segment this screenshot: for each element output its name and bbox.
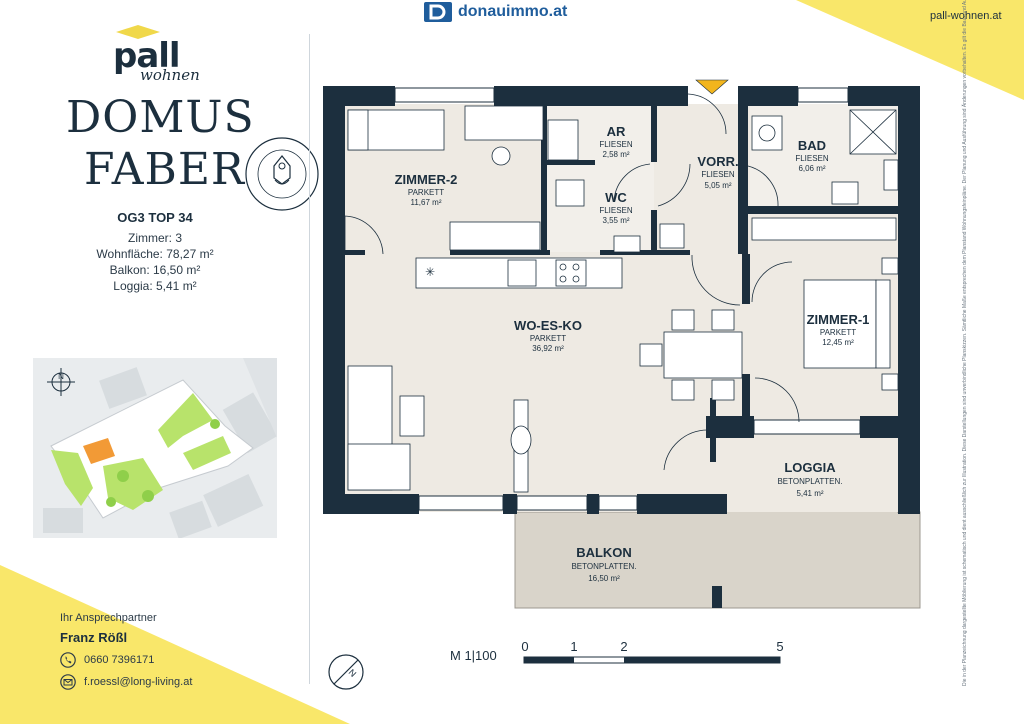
- project-title-line1: DOMUS: [66, 92, 255, 143]
- room-name-loggia: LOGGIA: [784, 460, 836, 475]
- disclaimer: Die in der Planzeichnung dargestellte Mö…: [962, 0, 972, 686]
- room-floor-bad: FLIESEN: [795, 154, 829, 163]
- scale-tick-2: 2: [620, 639, 627, 654]
- room-name-wo-es-ko: WO-ES-KO: [514, 318, 582, 333]
- scale-tick-0: 0: [521, 639, 528, 654]
- unit-title: OG3 TOP 34: [117, 210, 193, 225]
- wohnen-logo-text: wohnen: [140, 66, 200, 84]
- disclaimer-text: Die in der Planzeichnung dargestellte Mö…: [962, 0, 968, 686]
- room-name-zimmer2: ZIMMER-2: [395, 172, 458, 187]
- bottom-left-yellow-triangle: [0, 565, 350, 724]
- unit-highlight: [83, 438, 115, 464]
- donauimmo-text: donauimmo.at: [458, 3, 568, 20]
- pall-logo-text: pall: [113, 36, 181, 76]
- room-area-wo-es-ko: 36,92 m²: [532, 344, 564, 353]
- room-floor-wc: FLIESEN: [599, 206, 633, 215]
- website-link[interactable]: pall-wohnen.at: [930, 10, 1002, 22]
- unit-loggia: Loggia: 5,41 m²: [113, 279, 197, 293]
- phone-icon: [60, 652, 76, 668]
- room-area-zimmer2: 11,67 m²: [411, 198, 442, 207]
- compass-north-label: N: [347, 667, 359, 679]
- north-indicator: N: [58, 372, 64, 381]
- room-floor-balkon: BETONPLATTEN.: [571, 562, 636, 571]
- unit-info: OG3 TOP 34 Zimmer: 3 Wohnfläche: 78,27 m…: [60, 210, 250, 294]
- room-floor-ar: FLIESEN: [599, 140, 633, 149]
- room-name-ar: AR: [607, 124, 626, 139]
- scale-bar: 0 1 2 5: [521, 639, 784, 664]
- room-name-vorr: VORR.: [697, 154, 738, 169]
- room-name-bad: BAD: [798, 138, 826, 153]
- room-floor-loggia: BETONPLATTEN.: [777, 477, 842, 486]
- unit-living-area: Wohnfläche: 78,27 m²: [96, 247, 214, 261]
- room-name-zimmer1: ZIMMER-1: [807, 312, 870, 327]
- floor-plan: ✳ ZIMMER-2 PARKETT 11,67 m² AR FLIESEN 2…: [323, 79, 921, 609]
- room-area-bad: 6,06 m²: [798, 164, 825, 173]
- vertical-divider: [309, 34, 310, 684]
- room-floor-zimmer1: PARKETT: [820, 328, 856, 337]
- room-area-wc: 3,55 m²: [602, 216, 629, 225]
- room-area-balkon: 16,50 m²: [588, 574, 620, 583]
- room-floor-vorr: FLIESEN: [701, 170, 735, 179]
- room-floor-wo-es-ko: PARKETT: [530, 334, 566, 343]
- donauimmo-logo[interactable]: donauimmo.at: [424, 2, 567, 22]
- room-area-zimmer1: 12,45 m²: [822, 338, 854, 347]
- fridge-snowflake-icon: ✳: [425, 265, 435, 279]
- room-name-wc: WC: [605, 190, 627, 205]
- email-icon: [60, 674, 76, 690]
- pall-diamond-icon: [116, 25, 160, 39]
- project-title-line2: FABER: [84, 144, 246, 195]
- scale-tick-1: 1: [570, 639, 577, 654]
- site-map: N: [33, 358, 277, 538]
- donauimmo-d-icon: [424, 2, 452, 22]
- top-right-yellow-triangle: [796, 0, 1024, 100]
- contact-phone: 0660 7396171: [84, 654, 155, 666]
- scale-label: M 1|100: [450, 648, 497, 663]
- contact-phone-row[interactable]: 0660 7396171: [60, 652, 154, 668]
- room-floor-zimmer2: PARKETT: [408, 188, 444, 197]
- lebenstraum-seal-icon: [245, 137, 319, 211]
- room-area-loggia: 5,41 m²: [796, 489, 823, 498]
- room-name-balkon: BALKON: [576, 545, 632, 560]
- unit-balcony: Balkon: 16,50 m²: [109, 263, 201, 277]
- contact-heading: Ihr Ansprechpartner: [60, 612, 157, 624]
- room-area-vorr: 5,05 m²: [704, 181, 731, 190]
- contact-email: f.roessl@long-living.at: [84, 676, 193, 688]
- unit-rooms: Zimmer: 3: [128, 231, 182, 245]
- contact-email-row[interactable]: f.roessl@long-living.at: [60, 674, 192, 690]
- compass-icon: N: [328, 654, 364, 690]
- scale-tick-5: 5: [776, 639, 783, 654]
- room-area-ar: 2,58 m²: [602, 150, 629, 159]
- contact-name: Franz Rößl: [60, 630, 128, 645]
